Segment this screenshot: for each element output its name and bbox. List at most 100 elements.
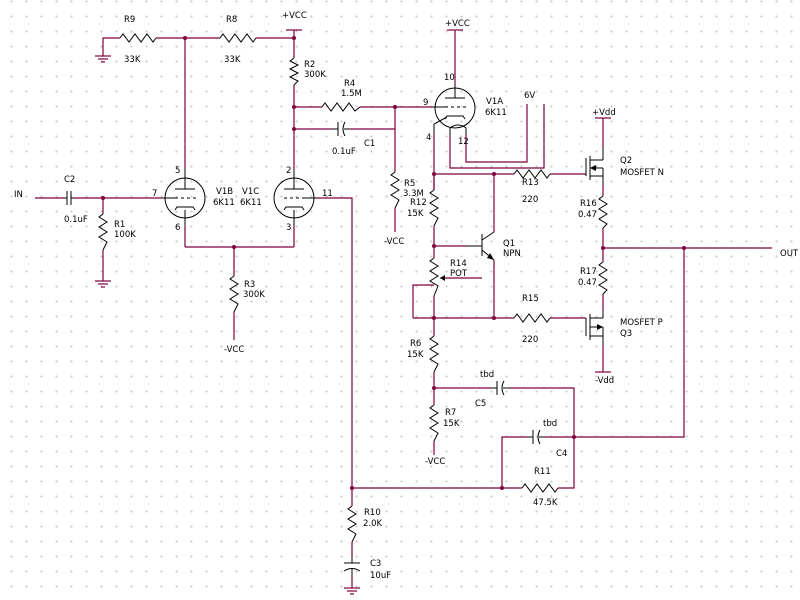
r13-value: 220 [522, 195, 538, 205]
r17-ref: R17 [580, 267, 597, 277]
ground-symbol-r1 [95, 274, 111, 288]
resistor-r4 [321, 102, 361, 112]
r6-value: 15K [407, 350, 424, 360]
r12-value: 15K [407, 209, 424, 219]
v1b-value: 6K11 [213, 198, 235, 208]
c3-ref: C3 [370, 559, 381, 569]
capacitor-c2 [64, 191, 74, 205]
c4-value: tbd [543, 419, 557, 429]
resistor-r2 [288, 57, 300, 86]
r5-value: 3.3M [403, 189, 424, 199]
wires [35, 30, 772, 588]
c2-value: 0.1uF [64, 215, 88, 225]
q1-value: NPN [503, 249, 521, 259]
r10-value: 2.0K [363, 519, 383, 529]
r6-ref: R6 [410, 339, 421, 349]
tube-v1b [162, 168, 206, 226]
pin-3: 3 [286, 223, 291, 233]
v1a-ref: V1A [486, 97, 503, 107]
c5-value: tbd [480, 370, 494, 380]
vdd-label-top: +Vdd [592, 108, 616, 118]
pin-6: 6 [175, 223, 180, 233]
pin-11: 11 [322, 189, 333, 199]
r11-value: 47.5K [533, 498, 558, 508]
r4-ref: R4 [344, 79, 355, 89]
pin-12: 12 [458, 137, 469, 147]
out-label: OUT [780, 249, 799, 259]
r12-ref: R12 [410, 198, 427, 208]
r13-ref: R13 [522, 178, 539, 188]
resistor-r1 [98, 213, 108, 251]
q3-value: MOSFET P [620, 318, 663, 328]
vcc-label-top: +VCC [282, 11, 307, 21]
q3-ref: Q3 [620, 329, 632, 339]
neg-vcc-r3: -VCC [224, 345, 244, 355]
v1c-ref: V1C [242, 187, 259, 197]
transistor-q1-npn [434, 231, 495, 261]
c5-ref: C5 [475, 399, 486, 409]
tube-v1c [273, 170, 316, 226]
capacitor-c3 [343, 557, 361, 577]
q2-value: MOSFET N [620, 168, 664, 178]
resistor-r13 [513, 169, 551, 179]
r15-ref: R15 [522, 294, 539, 304]
resistor-r17 [598, 261, 608, 295]
q2-ref: Q2 [620, 156, 632, 166]
six-v-label: 6V [524, 91, 535, 101]
r14-ref: R14 [450, 259, 467, 269]
c1-ref: C1 [364, 139, 375, 149]
v1a-value: 6K11 [485, 108, 507, 118]
tube-v1a [432, 84, 476, 136]
r16-value: 0.47 [578, 210, 597, 220]
pin-7: 7 [152, 189, 157, 199]
resistor-r8 [219, 33, 257, 43]
neg-vcc-r5: -VCC [384, 237, 404, 247]
resistor-r9 [119, 33, 157, 43]
r7-value: 15K [443, 419, 460, 429]
r3-ref: R3 [244, 280, 255, 290]
mosfet-q3-p [585, 310, 604, 345]
ground-symbol-r9 [95, 50, 111, 63]
resistor-r16 [598, 195, 608, 229]
resistor-r12 [429, 189, 439, 227]
vcc-label-tube: +VCC [445, 19, 470, 29]
c3-value: 10uF [370, 571, 391, 581]
v1b-ref: V1B [216, 187, 233, 197]
resistor-r3 [229, 275, 239, 313]
in-label: IN [14, 190, 23, 200]
resistor-r14-pot [429, 257, 445, 297]
c4-ref: C4 [556, 449, 567, 459]
r8-value: 33K [224, 55, 241, 65]
vdd-label-bottom: -Vdd [595, 376, 614, 386]
resistor-r10 [347, 505, 357, 543]
pin-10: 10 [444, 73, 455, 83]
c1-value: 0.1uF [332, 147, 356, 157]
resistor-r15 [513, 313, 551, 323]
mosfet-q2-n [585, 148, 604, 185]
r5-ref: R5 [404, 179, 415, 189]
v1c-value: 6K11 [240, 198, 262, 208]
r1-ref: R1 [114, 220, 125, 230]
capacitor-c4 [527, 429, 545, 445]
r11-ref: R11 [534, 467, 551, 477]
resistor-r5 [390, 171, 400, 209]
junction-dots [101, 36, 686, 490]
r7-ref: R7 [445, 408, 456, 418]
r2-value: 300K [304, 70, 326, 80]
r15-value: 220 [522, 335, 538, 345]
r9-value: 33K [124, 55, 141, 65]
r14-value: POT [450, 269, 468, 279]
resistor-r11 [521, 483, 559, 493]
r16-ref: R16 [580, 199, 597, 209]
pin-9: 9 [423, 98, 428, 108]
r17-value: 0.47 [578, 278, 597, 288]
pin-4: 4 [426, 133, 431, 143]
r4-value: 1.5M [341, 89, 362, 99]
r2-ref: R2 [304, 60, 315, 70]
r1-value: 100K [114, 230, 136, 240]
resistor-r7 [429, 404, 439, 442]
r9-ref: R9 [124, 15, 135, 25]
capacitor-c1 [332, 121, 350, 137]
